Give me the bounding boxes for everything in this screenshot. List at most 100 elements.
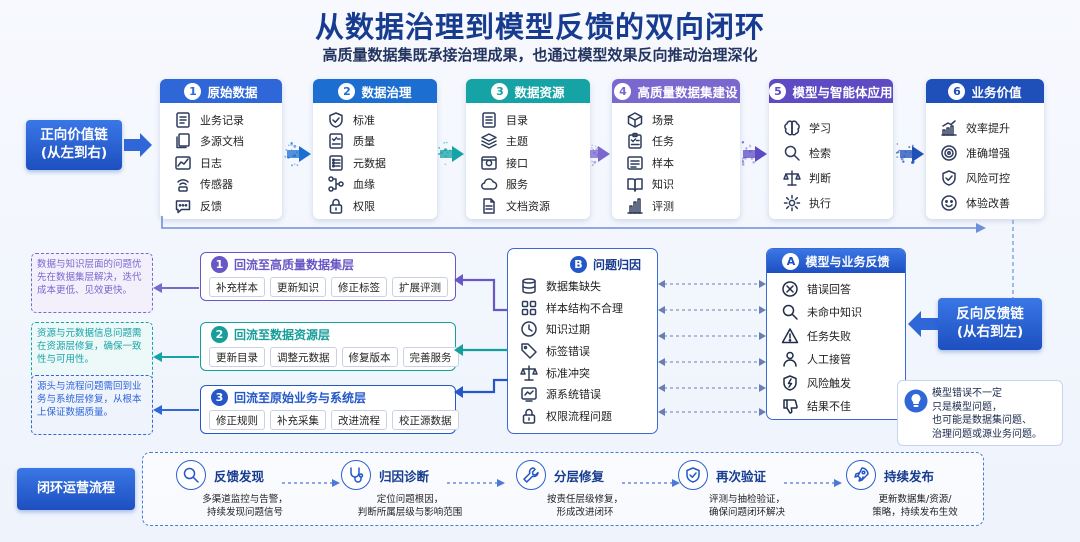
doc-resource-icon xyxy=(480,197,506,215)
feedback-item-label: 任务失败 xyxy=(807,328,851,344)
stage-item-label: 学习 xyxy=(809,120,831,136)
backflow-number-badge: 3 xyxy=(211,389,228,406)
stage-header: 6业务价值 xyxy=(926,79,1044,103)
stage-number-badge: 5 xyxy=(769,83,786,100)
stage-number-badge: 4 xyxy=(614,83,631,100)
insight-line: 只是模型问题， xyxy=(932,401,1056,415)
stage-item-label: 服务 xyxy=(506,176,528,192)
stage-item-label: 知识 xyxy=(652,176,674,192)
feedback-item: 结果不佳 xyxy=(781,395,905,419)
feedback-item: 错误回答 xyxy=(781,277,905,301)
loop-step-desc: 评测与抽检验证， xyxy=(672,493,822,506)
forward-return-line xyxy=(150,216,990,236)
thumb-down-icon xyxy=(781,397,807,415)
feedback-badge: A xyxy=(782,253,799,270)
feedback-item: 人工接管 xyxy=(781,348,905,372)
loop-step-desc: 按责任层级修复， xyxy=(510,493,660,506)
flow-arrow-icon xyxy=(437,136,466,172)
stage-item: 血缘 xyxy=(327,174,437,196)
backflow-action-tag: 修正规则 xyxy=(209,410,265,430)
stage-item: 样本 xyxy=(626,152,740,174)
stage-item-label: 样本 xyxy=(652,155,674,171)
lineage-icon xyxy=(327,175,353,193)
stage-item-label: 多源文档 xyxy=(200,133,244,149)
stage-item: 准确增强 xyxy=(940,140,1044,165)
insight-line: 治理问题或源业务问题。 xyxy=(932,428,1056,442)
backflow-title: 回流至原始业务与系统层 xyxy=(234,389,366,406)
smile-icon xyxy=(940,194,966,212)
stage-item: 目录 xyxy=(480,109,590,131)
stage-item-label: 执行 xyxy=(809,195,831,211)
stage-item: 质量 xyxy=(327,131,437,153)
rocket-icon xyxy=(846,460,876,490)
feedback-item-label: 人工接管 xyxy=(807,351,851,367)
stage-card-4: 4高质量数据集建设场景任务样本知识评测 xyxy=(612,79,740,219)
feedback-item-label: 未命中知识 xyxy=(807,304,862,320)
backflow-arrow-icon xyxy=(153,348,199,367)
search-doc-icon xyxy=(176,460,206,490)
clock-icon xyxy=(520,320,546,338)
stage-item-label: 场景 xyxy=(652,112,674,128)
backflow-note: 资源与元数据信息问题需在资源层修复，确保一致性与可用性。 xyxy=(31,322,153,382)
stage-item-label: 主题 xyxy=(506,133,528,149)
backflow-action-tag: 更新目录 xyxy=(209,347,265,367)
stage-item: 效率提升 xyxy=(940,115,1044,140)
stage-item-label: 评测 xyxy=(652,198,674,214)
backflow-action-tag: 完善服务 xyxy=(403,347,459,367)
cube-icon xyxy=(626,111,652,129)
loop-step-1: 反馈发现多渠道监控与告警，持续发现问题信号 xyxy=(170,460,320,524)
loop-step-desc: 更新数据集/资源/ xyxy=(840,493,990,506)
forward-chain-label: 正向价值链(从左到右) xyxy=(26,120,122,170)
gear-icon xyxy=(783,194,809,212)
search-icon xyxy=(783,144,809,162)
backflow-number-badge: 1 xyxy=(211,256,228,273)
stage-item: 检索 xyxy=(783,140,893,165)
stethoscope-icon xyxy=(341,460,371,490)
stage-item: 执行 xyxy=(783,190,893,215)
stage-card-1: 1原始数据业务记录多源文档日志传感器反馈 xyxy=(160,79,282,219)
catalog-icon xyxy=(480,111,506,129)
stage-item: 知识 xyxy=(626,174,740,196)
quality-icon xyxy=(327,132,353,150)
stage-item-label: 检索 xyxy=(809,145,831,161)
document-icon xyxy=(174,111,200,129)
shield-bolt-icon xyxy=(781,374,807,392)
stage-item-label: 血缘 xyxy=(353,176,375,192)
attribution-item-label: 标签错误 xyxy=(546,343,590,359)
stage-item: 学习 xyxy=(783,115,893,140)
stage-item-label: 目录 xyxy=(506,112,528,128)
loop-step-desc: 形成改进闭环 xyxy=(510,506,660,519)
stage-header: 2数据治理 xyxy=(313,79,437,103)
backflow-note: 数据与知识层面的问题优先在数据集层解决，迭代成本更低、见效更快。 xyxy=(31,253,153,313)
attribution-panel: B 问题归因 数据集缺失样本结构不合理知识过期标签错误标准冲突源系统错误权限流程… xyxy=(507,248,658,434)
stage-item-label: 权限 xyxy=(353,198,375,214)
shield-check-icon xyxy=(327,111,353,129)
stage-title: 高质量数据集建设 xyxy=(637,82,737,101)
feedback-item: 任务失败 xyxy=(781,324,905,348)
forward-arrow-icon xyxy=(122,133,152,157)
loop-step-desc: 多渠道监控与告警， xyxy=(170,493,320,506)
stage-item: 文档资源 xyxy=(480,195,590,217)
stage-item: 传感器 xyxy=(174,174,282,196)
stage-header: 3数据资源 xyxy=(466,79,590,103)
loop-dashed-arrow xyxy=(447,473,505,492)
chat-icon xyxy=(174,197,200,215)
backflow-action-tag: 更新知识 xyxy=(270,277,326,297)
stage-item-label: 反馈 xyxy=(200,198,222,214)
reverse-arrow-icon xyxy=(908,311,938,337)
stage-item-label: 元数据 xyxy=(353,155,386,171)
stage-item: 体验改善 xyxy=(940,190,1044,215)
backflow-number-badge: 2 xyxy=(211,326,228,343)
loop-dashed-arrow xyxy=(784,473,842,492)
backflow-action-tag: 补充样本 xyxy=(209,277,265,297)
stage-item-label: 风险可控 xyxy=(966,170,1010,186)
loop-step-desc: 判断所属层级与影响范围 xyxy=(335,506,485,519)
brain-icon xyxy=(783,119,809,137)
insight-line: 模型错误不一定 xyxy=(932,387,1056,401)
stage-item: 反馈 xyxy=(174,195,282,217)
attribution-item: 源系统错误 xyxy=(520,383,657,405)
database-icon xyxy=(520,277,546,295)
backflow-action-tag: 校正源数据 xyxy=(392,410,459,430)
wrench-icon xyxy=(516,460,546,490)
attribution-item: 知识过期 xyxy=(520,318,657,340)
